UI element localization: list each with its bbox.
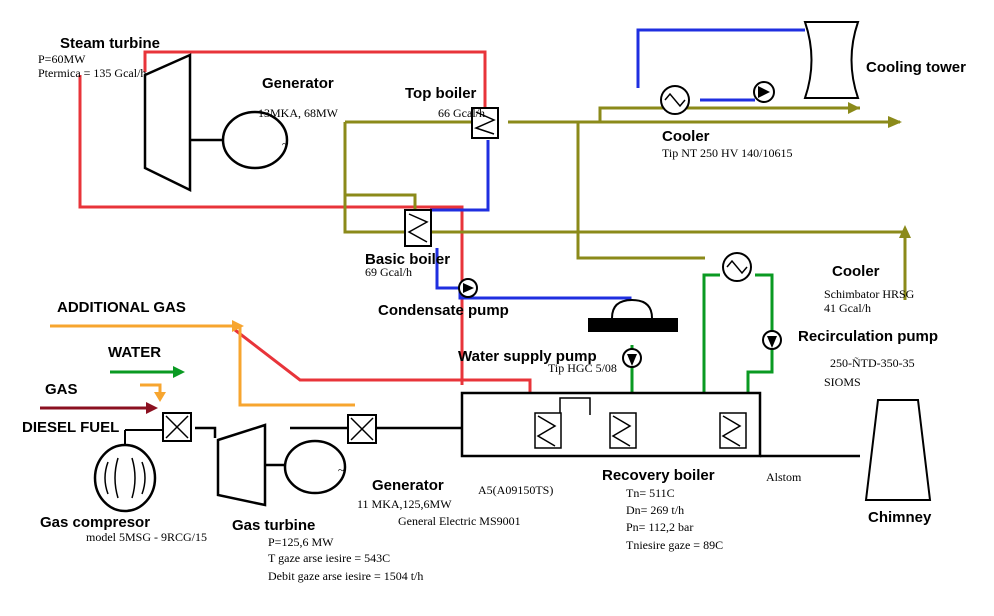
generator-top-title: Generator [262, 75, 334, 92]
ge-label: General Electric MS9001 [398, 514, 521, 528]
recirculation-pump-arrow [767, 336, 777, 348]
gas-turbine-temp: T gaze arse iesire = 543C [268, 551, 390, 565]
recovery-boiler-title: Recovery boiler [602, 467, 715, 484]
cooler-right-spec2: 41 Gcal/h [824, 301, 871, 315]
chimney-icon [864, 399, 932, 501]
cooling-tower-icon [803, 21, 860, 99]
recovery-boiler-dn: Dn= 269 t/h [626, 503, 684, 517]
recirc-right [746, 273, 774, 413]
additional-gas-label: ADDITIONAL GAS [57, 299, 186, 316]
basic-boiler-coil [407, 213, 429, 243]
generator-bottom-icon [283, 439, 347, 495]
boiler-heat-exchangers [534, 412, 747, 449]
hot-water-branch [598, 106, 860, 122]
basic-boiler-icon [404, 209, 432, 247]
cold-water-boiler [430, 140, 490, 212]
recovery-boiler-pn: Pn= 112,2 bar [626, 520, 693, 534]
feedwater-dome [611, 298, 653, 319]
hot-water-left [343, 122, 417, 210]
gas-turbine-power: P=125,6 MW [268, 535, 334, 549]
additional-gas-line [50, 324, 355, 407]
hot-water-return [343, 195, 907, 300]
cooling-tower-label: Cooling tower [866, 59, 966, 76]
recovery-boiler-tout: Tniesire gaze = 89C [626, 538, 723, 552]
cooler-top-spec: Tip NT 250 HV 140/10615 [662, 146, 792, 160]
top-boiler-coil [473, 111, 496, 135]
boiler-drum-link [559, 397, 591, 415]
gas-arrow [154, 392, 166, 402]
gas-compressor-blades [104, 457, 146, 499]
water-arrow [173, 366, 185, 378]
gas-turbine-icon [216, 423, 267, 507]
steam-line-top [143, 50, 487, 110]
steam-turbine-flow: Ptermica = 135 Gcal/h [38, 66, 146, 80]
top-boiler-icon [471, 107, 499, 139]
gas-compresor-title: Gas compresor [40, 514, 150, 531]
top-boiler-spec: 66 Gcal/h [438, 106, 485, 120]
hot-water-arrow [888, 116, 902, 128]
gas-turbine-title: Gas turbine [232, 517, 315, 534]
steam-turbine-title: Steam turbine [60, 35, 160, 52]
cooler-right-spec1: Schimbator HRSG [824, 287, 915, 301]
feedwater-tank-icon [588, 318, 678, 332]
cooler-arrow [848, 102, 860, 114]
generator-tilde: ~ [282, 137, 289, 151]
generator-top-icon [221, 110, 289, 170]
cooler-right-title: Cooler [832, 263, 880, 280]
tower-pump-arrow [758, 86, 770, 98]
additional-gas-arrow [232, 320, 244, 332]
water-supply-pump-title: Water supply pump [458, 348, 597, 365]
diesel-arrow [146, 402, 158, 414]
gas-turbine-debit: Debit gaze arse iesire = 1504 t/h [268, 569, 423, 583]
recirculation-pump-spec2: SIOMS [824, 375, 861, 389]
generator-top-spec: 13MKA, 68MW [258, 106, 339, 120]
steam-turbine-power: P=60MW [38, 52, 86, 66]
gas-to-turbine [195, 426, 217, 438]
cooler-top-title: Cooler [662, 128, 710, 145]
recirc-left [702, 273, 720, 413]
gas-mixer-right [347, 414, 377, 444]
top-boiler-title: Top boiler [405, 85, 477, 102]
gas-label: GAS [45, 381, 78, 398]
gas-mixer-left [162, 412, 192, 442]
water-supply-pump-spec: Tip HGC 5/08 [548, 361, 617, 375]
condensate-pump-label: Condensate pump [378, 302, 509, 319]
condensate-pump-arrow [463, 283, 474, 293]
basic-boiler-title: Basic boiler [365, 251, 450, 268]
hot-water-cooler [576, 122, 705, 260]
a5-label: A5(A09150TS) [478, 483, 553, 497]
diesel-fuel-label: DIESEL FUEL [22, 419, 119, 436]
recirculation-pump-title: Recirculation pump [798, 328, 938, 345]
water-label: WATER [108, 344, 161, 361]
cold-water-top [636, 28, 805, 88]
recovery-boiler-tn: Tn= 511C [626, 486, 675, 500]
water-supply-pump-arrow [627, 354, 637, 366]
basic-boiler-spec: 69 Gcal/h [365, 265, 412, 279]
generator-bottom-tilde: ~ [338, 463, 345, 477]
hot-water-lines [343, 106, 907, 300]
cooler-right-wave [726, 259, 748, 275]
recirculation-pump-spec1: 250-ÑTD-350-35 [830, 356, 915, 370]
chimney-label: Chimney [868, 509, 932, 526]
return-arrow [899, 225, 911, 238]
gas-compressor-icon [93, 443, 157, 513]
generator-bottom-spec: 11 MKA,125,6MW [357, 497, 452, 511]
generator-bottom-title: Generator [372, 477, 444, 494]
cooler-top-wave [664, 92, 686, 108]
alstom-label: Alstom [766, 470, 802, 484]
gas-compresor-spec: model 5MSG - 9RCG/15 [86, 530, 207, 544]
steam-turbine-icon [143, 53, 192, 193]
